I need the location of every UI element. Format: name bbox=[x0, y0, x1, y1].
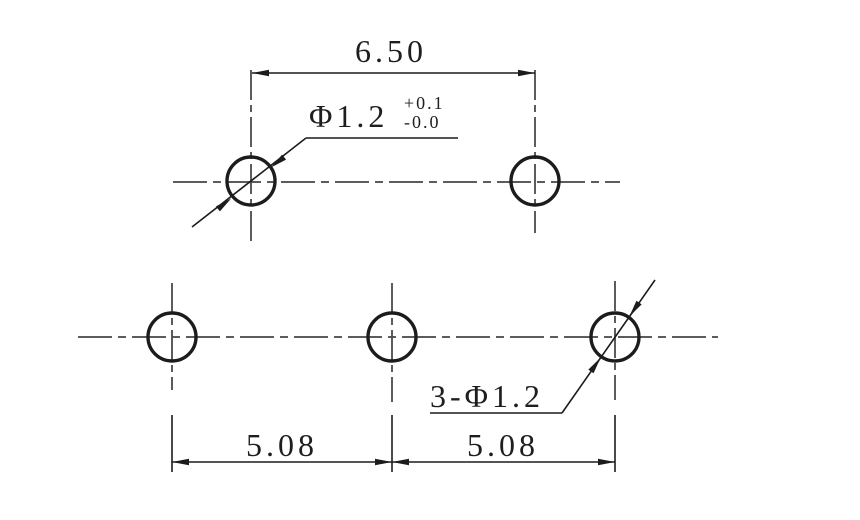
top-width-dimension-text: 6.50 bbox=[355, 33, 427, 69]
hole-circle-bottom-left bbox=[146, 311, 198, 363]
hole-circle-bottom-middle bbox=[366, 311, 418, 363]
bottom-pitch-left-dimension-text: 5.08 bbox=[246, 427, 318, 463]
dim-arrow-icon bbox=[375, 458, 392, 466]
bottom-holes-callout-text: 3-Φ1.2 bbox=[430, 378, 544, 414]
dim-arrow-icon bbox=[392, 458, 409, 466]
dim-arrow-right-icon bbox=[518, 69, 535, 77]
top-view: 6.50 Φ1.2 +0.1 -0.0 bbox=[173, 33, 620, 242]
dim-arrow-left-icon bbox=[252, 69, 269, 77]
top-leader-diagonal bbox=[191, 137, 307, 228]
hole-circle-top-left bbox=[225, 155, 277, 207]
leader-arrow-upper-icon bbox=[270, 154, 287, 168]
dim-arrow-icon bbox=[172, 458, 189, 466]
top-hole-tolerance-upper-text: +0.1 bbox=[404, 93, 445, 113]
bottom-pitch-right-dimension-text: 5.08 bbox=[467, 427, 539, 463]
top-hole-tolerance-lower-text: -0.0 bbox=[404, 112, 441, 132]
leader-arrow-upper-icon bbox=[629, 300, 642, 317]
bottom-view: 5.08 5.08 3-Φ1.2 bbox=[78, 279, 718, 472]
bottom-leader-diagonal bbox=[561, 279, 656, 414]
leader-arrow-lower-icon bbox=[588, 357, 601, 374]
hole-circle-bottom-right bbox=[589, 311, 641, 363]
hole-circle-top-right bbox=[509, 155, 561, 207]
dim-arrow-icon bbox=[598, 458, 615, 466]
leader-arrow-lower-icon bbox=[215, 198, 232, 212]
top-hole-diameter-text: Φ1.2 bbox=[309, 98, 388, 134]
